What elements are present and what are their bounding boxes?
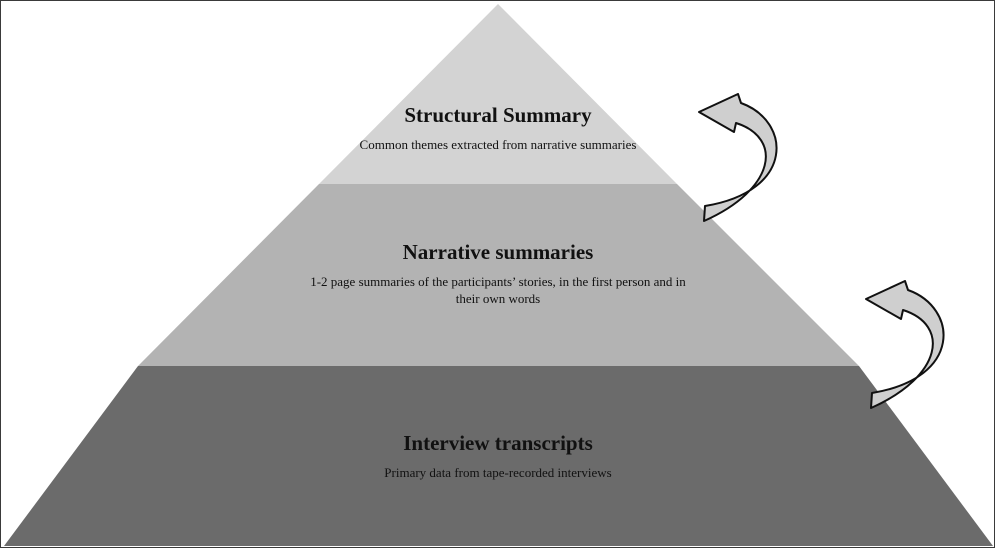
- tier-top-description: Common themes extracted from narrative s…: [359, 137, 637, 152]
- tier-top-title: Structural Summary: [404, 103, 592, 127]
- tier-bottom-label: Interview transcripts Primary data from …: [298, 430, 698, 481]
- tier-middle-title: Narrative summaries: [402, 240, 594, 264]
- tier-middle-label: Narrative summaries 1-2 page summaries o…: [298, 239, 698, 307]
- pyramid-tier-middle: [138, 184, 859, 366]
- tier-top-label: Structural Summary Common themes extract…: [338, 102, 658, 153]
- pyramid-tier-top: [319, 4, 677, 184]
- tier-bottom-description: Primary data from tape-recorded intervie…: [384, 465, 612, 480]
- pyramid-tier-bottom: [4, 366, 993, 546]
- tier-bottom-title: Interview transcripts: [403, 431, 593, 455]
- curved-up-arrow-icon: [865, 280, 945, 409]
- tier-middle-description: 1-2 page summaries of the participants’ …: [310, 274, 686, 306]
- curved-up-arrow-icon: [698, 93, 778, 222]
